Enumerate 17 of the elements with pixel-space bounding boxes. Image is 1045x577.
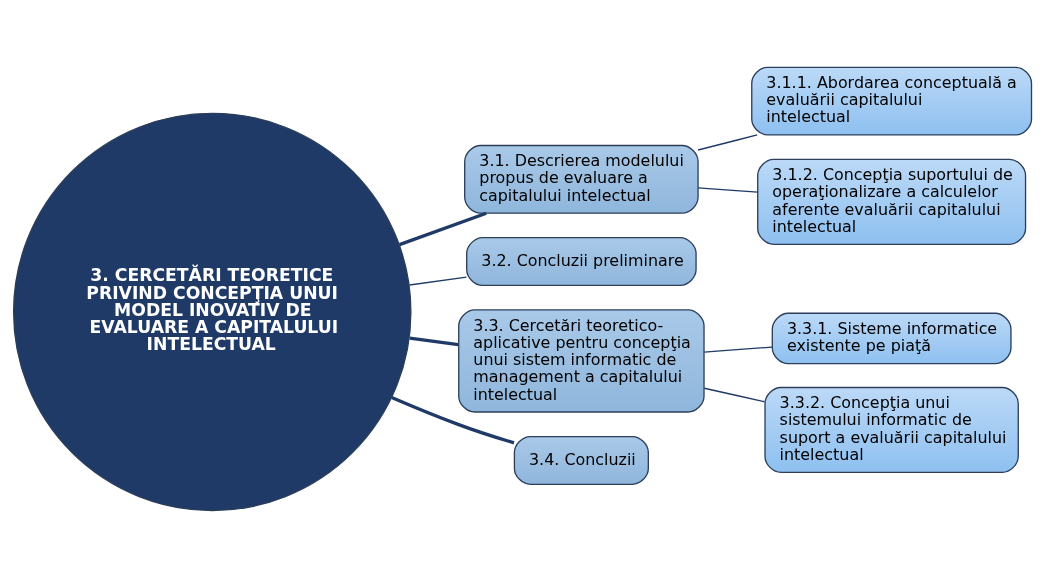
node-box: 3.2. Concluzii preliminare bbox=[466, 236, 697, 286]
node-box: 3.1.1. Abordarea conceptuală a evaluării capitalului intelectual bbox=[751, 66, 1033, 136]
connector bbox=[703, 387, 766, 402]
connector bbox=[409, 276, 468, 286]
node-box: 3.3.1. Sisteme informatice existente pe piaţă bbox=[771, 312, 1012, 364]
node-circle: 3. CERCETĂRI TEORETICE PRIVIND CONCEPŢIA UNUI MODEL INOVATIV DE EVALUARE A CAPITALULUI INTELECTUAL bbox=[12, 112, 412, 511]
node-box: 3.1.2. Concepţia suportului de operaţionalizare a calculelor aferente evaluării capitalului intelectual bbox=[757, 158, 1027, 245]
connector bbox=[697, 133, 758, 151]
connector bbox=[409, 336, 459, 346]
connector bbox=[697, 186, 759, 193]
node-box: 3.3.2. Concepţia unui sistemului informatic de suport a evaluării capitalului intelectual bbox=[764, 386, 1019, 473]
node-box: 3.3. Cercetări teoretico-aplicative pentru concepţia unui sistem informatic de management a capitalului intelectual bbox=[458, 308, 705, 413]
node-box: 3.4. Concluzii bbox=[513, 435, 649, 485]
connector bbox=[703, 345, 773, 353]
connector bbox=[398, 211, 487, 246]
connector bbox=[391, 395, 515, 444]
node-box: 3.1. Descrierea modelului propus de evaluare a capitalului intelectual bbox=[464, 144, 699, 214]
